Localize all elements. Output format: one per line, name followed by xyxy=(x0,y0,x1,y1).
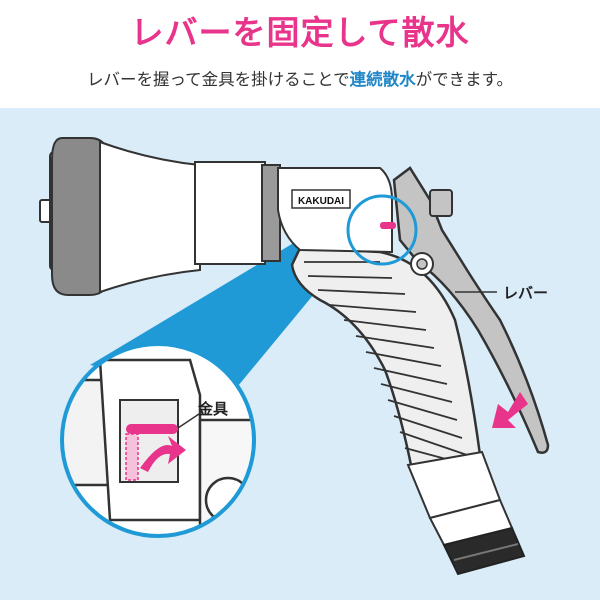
page-subtitle: レバーを握って金具を掛けることで連続散水ができます。 xyxy=(0,66,600,90)
press-arrow xyxy=(492,392,528,428)
page-title: レバーを固定して散水 xyxy=(130,13,470,52)
lever-label: レバー xyxy=(503,284,549,302)
subtitle-highlight: 連続散水 xyxy=(349,70,416,89)
barrel xyxy=(194,161,266,265)
gun-body xyxy=(277,167,393,254)
brand-plate xyxy=(291,189,351,209)
handle-grip xyxy=(290,246,482,472)
lever xyxy=(392,166,550,454)
subtitle-text-after: ができます。 xyxy=(415,70,514,89)
nozzle-head xyxy=(39,137,201,296)
lever-catch xyxy=(429,189,453,217)
hose-connector xyxy=(406,450,526,576)
brand-logo: KAKUDAI xyxy=(298,196,344,207)
detail-focus-circle xyxy=(346,194,418,266)
bracket-label: 金具 xyxy=(198,400,229,418)
subtitle-text-before: レバーを握って金具を掛けることで xyxy=(86,70,350,89)
